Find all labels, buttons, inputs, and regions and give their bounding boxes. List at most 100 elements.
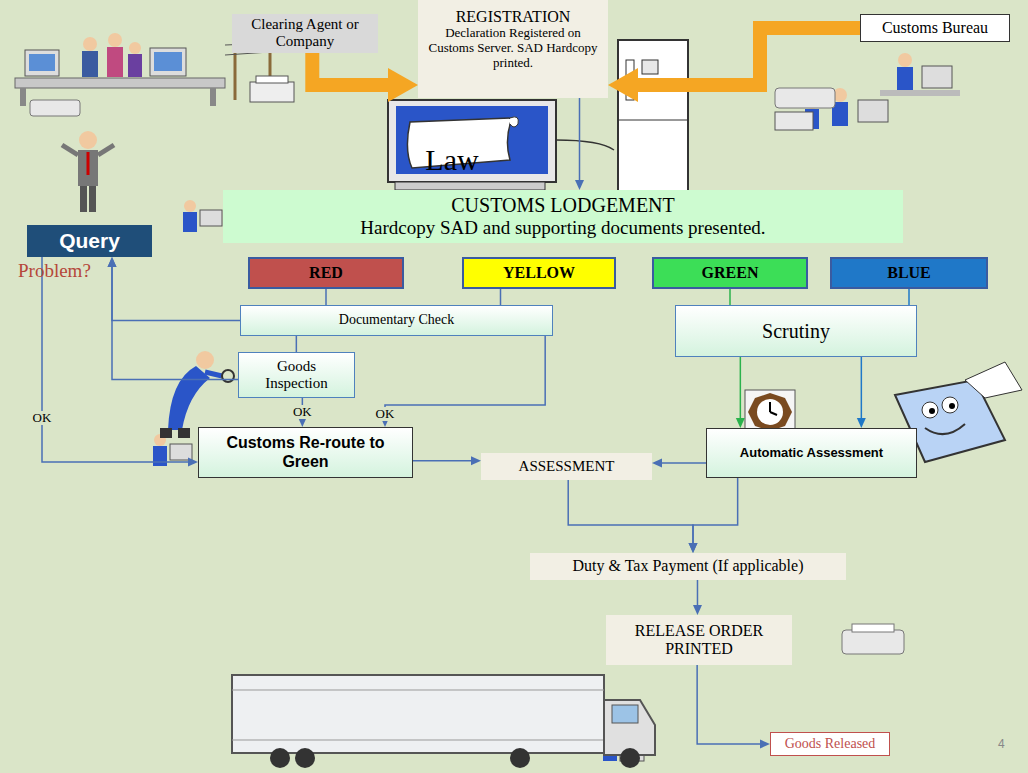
- connector-line: [312, 53, 394, 86]
- connector: [693, 580, 702, 615]
- result-box: Goods Released: [770, 732, 890, 756]
- illustration-part: [769, 402, 771, 412]
- connector: [381, 336, 546, 427]
- node-title: RED: [309, 264, 343, 282]
- connector-line: [579, 98, 581, 182]
- connector: [326, 289, 327, 305]
- illustration-part: [842, 630, 904, 654]
- edge-label: OK: [291, 405, 314, 419]
- truck: [232, 675, 655, 768]
- connector-line: [740, 357, 742, 420]
- connector-line: [112, 265, 238, 380]
- illustration-part: [775, 88, 835, 108]
- illustration-part: [770, 412, 777, 415]
- illustration-part: [510, 748, 530, 768]
- process-box: RELEASE ORDER PRINTED: [606, 615, 792, 665]
- node-title: RELEASE ORDER PRINTED: [612, 622, 786, 659]
- edge-label: OK: [31, 411, 54, 425]
- illustration-part: [604, 700, 655, 755]
- connector: [108, 257, 241, 321]
- problem-note: Problem?: [18, 261, 91, 282]
- connector: [857, 357, 866, 428]
- illustration-part: [15, 78, 225, 88]
- connector: [575, 98, 584, 190]
- connector-line: [729, 289, 731, 305]
- illustration-part: [30, 100, 80, 116]
- agent-label: Clearing Agent or Company: [232, 14, 378, 53]
- node-body: Declaration Registered on Customs Server…: [424, 26, 602, 71]
- arrowhead: [689, 543, 698, 553]
- connector: [652, 459, 706, 468]
- arrowhead: [188, 458, 198, 467]
- node-title: Automatic Assessment: [740, 446, 883, 461]
- node-title: GREEN: [702, 264, 759, 282]
- illustration-part: [184, 200, 196, 212]
- illustration-part: [83, 37, 97, 51]
- illustration-part: [898, 53, 912, 67]
- illustration-part: [79, 131, 97, 149]
- arrowhead: [693, 605, 702, 615]
- process-box: Goods Inspection: [238, 352, 355, 398]
- illustration-part: [510, 117, 518, 127]
- arrowhead: [108, 257, 117, 267]
- illustration-part: [929, 408, 935, 414]
- illustration-part: [942, 397, 958, 413]
- node-title: Customs Bureau: [882, 19, 988, 37]
- arrowhead: [652, 459, 662, 468]
- query-box: Query: [27, 225, 152, 257]
- illustration-part: [556, 140, 614, 150]
- illustration-part: [20, 88, 26, 106]
- illustration-part: [620, 748, 640, 768]
- arrowhead: [388, 68, 418, 102]
- illustration-part: [178, 428, 190, 438]
- printer-icon: [30, 88, 904, 654]
- customs-staff: [775, 53, 960, 130]
- connector-line: [861, 357, 863, 420]
- node-body: Hardcopy SAD and supporting documents pr…: [360, 217, 765, 239]
- process-box: Scrutiny: [675, 305, 917, 357]
- connector: [730, 289, 731, 305]
- connector-line: [296, 336, 298, 352]
- connector-line: [568, 480, 693, 545]
- process-box: Duty & Tax Payment (If applicable): [530, 553, 846, 580]
- illustration-part: [98, 145, 114, 155]
- arrowhead: [608, 68, 638, 102]
- illustration-part: [880, 90, 960, 96]
- connector-line: [413, 460, 473, 462]
- connector: [312, 53, 418, 103]
- illustration-part: [748, 393, 792, 431]
- illustration-part: [78, 150, 98, 186]
- illustration-part: [757, 399, 783, 425]
- illustration-part: [858, 100, 888, 122]
- process-box: ASSESSMENT: [481, 453, 652, 480]
- illustration-part: [965, 362, 1022, 398]
- illustration-part: [775, 112, 813, 130]
- illustration-part: [80, 186, 87, 212]
- illustration-part: [922, 66, 952, 88]
- illustration-part: [395, 182, 545, 190]
- connector-line: [697, 580, 699, 607]
- operator-icon: [153, 200, 644, 761]
- illustration-part: [128, 54, 142, 77]
- channel-box: YELLOW: [462, 257, 616, 289]
- connector: [108, 257, 239, 380]
- illustration-part: [388, 100, 556, 182]
- channel-box: GREEN: [652, 257, 808, 289]
- node-title: Duty & Tax Payment (If applicable): [573, 557, 804, 575]
- illustration-part: [200, 210, 222, 226]
- illustration-part: [170, 444, 192, 460]
- illustration-part: [154, 52, 182, 71]
- connector-line: [660, 462, 706, 464]
- connector-line: [500, 289, 502, 305]
- node-title: ASSESSMENT: [519, 458, 615, 475]
- illustration-part: [82, 51, 98, 77]
- illustration-part: [232, 740, 604, 741]
- connector-line: [632, 28, 860, 85]
- connector: [42, 257, 198, 467]
- illustration-part: [129, 42, 141, 54]
- registration-box: REGISTRATIONDeclaration Registered on Cu…: [418, 0, 608, 98]
- node-title: Documentary Check: [339, 312, 454, 328]
- node-title: Query: [59, 229, 120, 253]
- arrowhead: [471, 456, 481, 465]
